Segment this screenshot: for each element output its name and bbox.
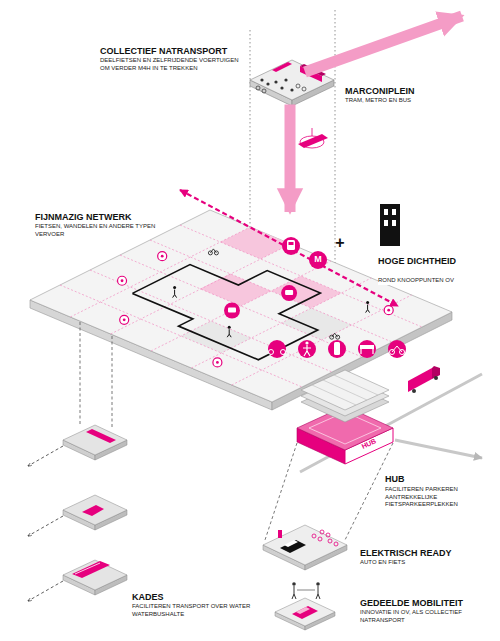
road-arrow — [395, 440, 482, 458]
caption-body: INNOVATIE IN OV, ALS COLLECTIEF NATRANSP… — [360, 609, 488, 624]
caption-body: ROND KNOOPPUNTEN OV — [378, 277, 454, 285]
transport-arrow — [305, 16, 462, 72]
truck-icon — [408, 366, 440, 393]
hub-building — [297, 370, 393, 464]
water-arrow — [28, 516, 63, 536]
caption-heading: MARCONIPLEIN — [345, 86, 455, 97]
caption-block: KADESFACILITEREN TRANSPORT OVER WATER WA… — [132, 592, 262, 618]
caption-body: TRAM, METRO EN BUS — [345, 97, 450, 105]
caption-body: FACILITEREN PARKEREN AANTREKKELIJKE FIET… — [385, 486, 490, 509]
water-arrow — [28, 446, 63, 466]
caption-block: ELEKTRISCH READYAUTO EN FIETS — [360, 548, 490, 567]
caption-block: FIJNMAZIG NETWERKFIETSEN, WANDELEN EN AN… — [35, 212, 300, 238]
caption-block: HOGE DICHTHEID ROND KNOOPPUNTEN OV — [378, 250, 493, 286]
leader-line — [80, 322, 81, 425]
caption-heading: HOGE DICHTHEID — [378, 256, 456, 267]
caption-block: MARCONIPLEINTRAM, METRO EN BUS — [250, 50, 455, 105]
caption-block: GEDEELDE MOBILITEITINNOVATIE IN OV, ALS … — [360, 598, 495, 624]
station-icons — [282, 237, 327, 269]
shared-mobility-tile — [275, 582, 335, 630]
leader-line — [112, 336, 113, 428]
caption-heading: FIJNMAZIG NETWERK — [35, 212, 300, 223]
caption-body: AUTO EN FIETS — [360, 559, 480, 567]
caption-block: COLLECTIEF NATRANSPORTDEELFIETSEN EN ZEL… — [100, 46, 250, 72]
building-icon — [380, 204, 400, 246]
caption-heading: GEDEELDE MOBILITEIT — [360, 598, 495, 609]
mode-icons — [268, 340, 406, 358]
tram-icon — [298, 128, 328, 148]
water-arrow — [28, 581, 63, 601]
caption-body: FIETSEN, WANDELEN EN ANDERE TYPEN VERVOE… — [35, 223, 185, 238]
caption-body: FACILITEREN TRANSPORT OVER WATER WATERBU… — [132, 603, 257, 618]
caption-heading: KADES — [132, 592, 262, 603]
charging-tile — [263, 525, 347, 570]
caption-heading: HUB — [385, 474, 405, 485]
plus-sign: + — [333, 234, 347, 252]
kades-tiles — [63, 425, 127, 595]
transport-arrow — [285, 105, 296, 213]
caption-heading: ELEKTRISCH READY — [360, 548, 490, 559]
caption-block: HUBFACILITEREN PARKEREN AANTREKKELIJKE F… — [385, 468, 495, 510]
leader-line — [265, 443, 297, 540]
caption-body: DEELFIETSEN EN ZELFRIJDENDE VOERTUIGEN O… — [100, 57, 242, 72]
caption-heading: COLLECTIEF NATRANSPORT — [100, 46, 250, 57]
metro-letter: M — [309, 254, 327, 264]
